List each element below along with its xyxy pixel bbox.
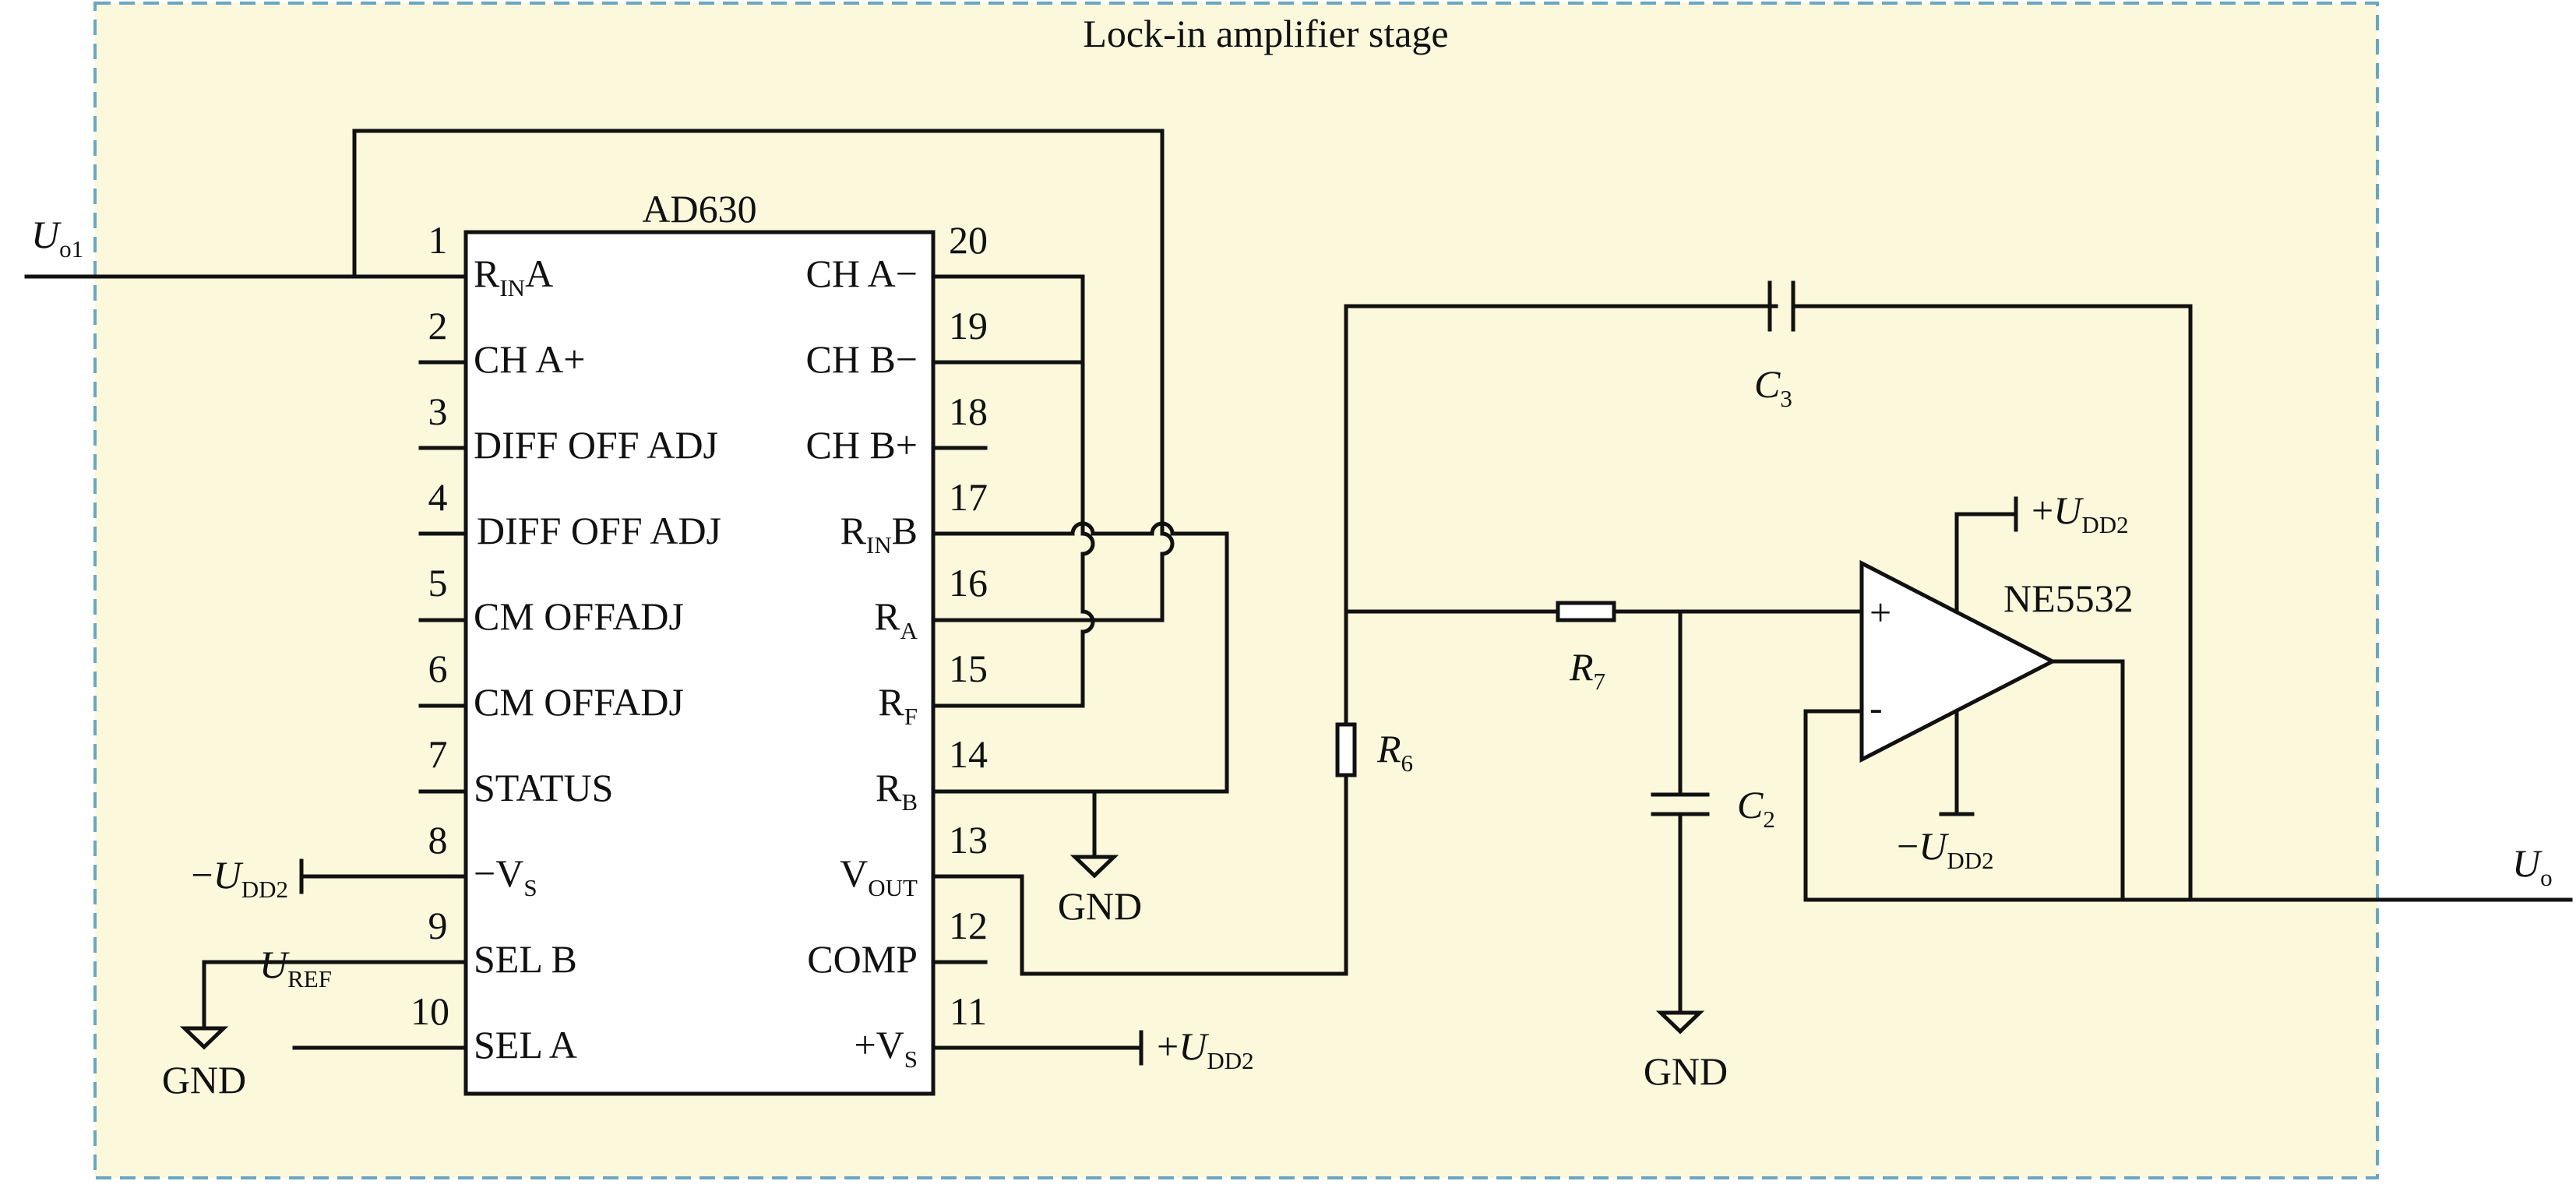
pin-7-number: 7	[428, 732, 448, 776]
vout-wire	[931, 771, 1348, 976]
input-signal-label: Uo1	[31, 213, 83, 263]
pin-1-label: RINA	[474, 252, 553, 301]
pin-15-number: 15	[949, 647, 988, 690]
ref-label: UREF	[259, 943, 332, 992]
c2-label: C2	[1737, 783, 1775, 833]
ad630-chip	[463, 230, 936, 1096]
pin-20-number: 20	[949, 218, 988, 262]
pin-1-number: 1	[428, 218, 448, 262]
pin-2-number: 2	[428, 304, 448, 347]
opamp-name: NE5532	[2003, 576, 2134, 620]
pin-9-label: SEL B	[474, 937, 577, 981]
pin-8-label: −VS	[474, 851, 537, 901]
pin-17-number: 17	[949, 475, 988, 519]
output-signal-label: Uo	[2512, 841, 2553, 891]
pin-16-number: 16	[949, 561, 988, 605]
c3-loop-wire	[1344, 304, 2193, 902]
pin-11-number: 11	[950, 989, 987, 1033]
c2-gnd-symbol	[1655, 1010, 1705, 1035]
opamp-feedback-wire	[1803, 709, 2125, 902]
opamp-output-wire	[2050, 659, 2573, 902]
pin-4-label: DIFF OFF ADJ	[477, 509, 721, 552]
stage-title: Lock-in amplifier stage	[1083, 12, 1448, 55]
selb-gnd-symbol	[179, 1026, 229, 1050]
pin-14-label: RB	[876, 766, 918, 816]
pin-12-label: COMP	[807, 937, 918, 981]
opamp-minus: -	[1869, 686, 1883, 729]
opamp-pos-supply-wire	[1954, 512, 2018, 614]
pin-19-label: CH B−	[805, 337, 918, 381]
pin-18-label: CH B+	[805, 423, 918, 467]
ad630-left-pin-numbers: 1 2 3 4 5 6 7 8 9 10	[411, 218, 449, 1033]
ad630-right-pin-labels: CH A− CH B− CH B+ RINB RA RF RB VOUT COM…	[805, 252, 918, 1073]
pin-10-label: SEL A	[474, 1023, 577, 1066]
pin-16-label: RA	[874, 594, 918, 644]
ad630-right-pin-numbers: 20 19 18 17 16 15 14 13 12 11	[949, 218, 988, 1033]
pin-4-number: 4	[428, 475, 448, 519]
ad630-left-pin-labels: RINA CH A+ DIFF OFF ADJ DIFF OFF ADJ CM …	[474, 252, 721, 1066]
selb-gnd-label: GND	[162, 1058, 246, 1102]
pin-11-label: +VS	[854, 1023, 918, 1073]
c2-gnd-label: GND	[1644, 1049, 1728, 1093]
top-loop-wire	[352, 129, 1175, 622]
pin-5-number: 5	[428, 561, 448, 605]
opamp-pos-supply-label: +UDD2	[2032, 488, 2129, 538]
pin-6-label: CM OFFADJ	[474, 680, 684, 724]
pin-18-number: 18	[949, 390, 988, 433]
resistor-r7	[1556, 601, 1616, 622]
ad630-right-pin-stubs	[931, 446, 988, 964]
c3-label: C3	[1754, 362, 1792, 412]
rb-gnd-label: GND	[1058, 884, 1142, 928]
selb-gnd-wire	[202, 960, 468, 1031]
pin-7-label: STATUS	[474, 766, 613, 809]
resistor-r6	[1335, 722, 1357, 777]
pin-19-number: 19	[949, 304, 988, 347]
opamp-neg-supply-label: −UDD2	[1897, 824, 1994, 874]
pin-6-number: 6	[428, 647, 448, 690]
pin-15-label: RF	[878, 680, 918, 730]
pin-3-number: 3	[428, 390, 448, 433]
rb-gnd-symbol	[1070, 855, 1119, 879]
pos-supply-bottom-label: +UDD2	[1157, 1024, 1254, 1074]
pin-10-number: 10	[411, 989, 449, 1033]
ad630-name: AD630	[642, 187, 756, 231]
pin-2-label: CH A+	[474, 337, 586, 381]
cha-chb-rf-bus	[931, 274, 1095, 708]
r7-label: R7	[1569, 645, 1605, 695]
opamp-plus: +	[1869, 590, 1891, 634]
pin-3-label: DIFF OFF ADJ	[474, 423, 718, 467]
r6-label: R6	[1376, 727, 1413, 777]
pin-14-number: 14	[949, 732, 988, 776]
pin-5-label: CM OFFADJ	[474, 594, 684, 638]
pin-12-number: 12	[949, 904, 988, 947]
pin-20-label: CH A−	[805, 252, 918, 295]
pin-13-number: 13	[949, 818, 988, 862]
pin-8-number: 8	[428, 818, 448, 862]
neg-supply-left-label: −UDD2	[191, 853, 288, 903]
pin-13-label: VOUT	[840, 851, 918, 901]
rinb-rb-loop	[931, 521, 1229, 794]
ad630-left-pin-stubs	[418, 360, 468, 794]
pin-9-number: 9	[428, 904, 448, 947]
pin-17-label: RINB	[840, 509, 918, 559]
